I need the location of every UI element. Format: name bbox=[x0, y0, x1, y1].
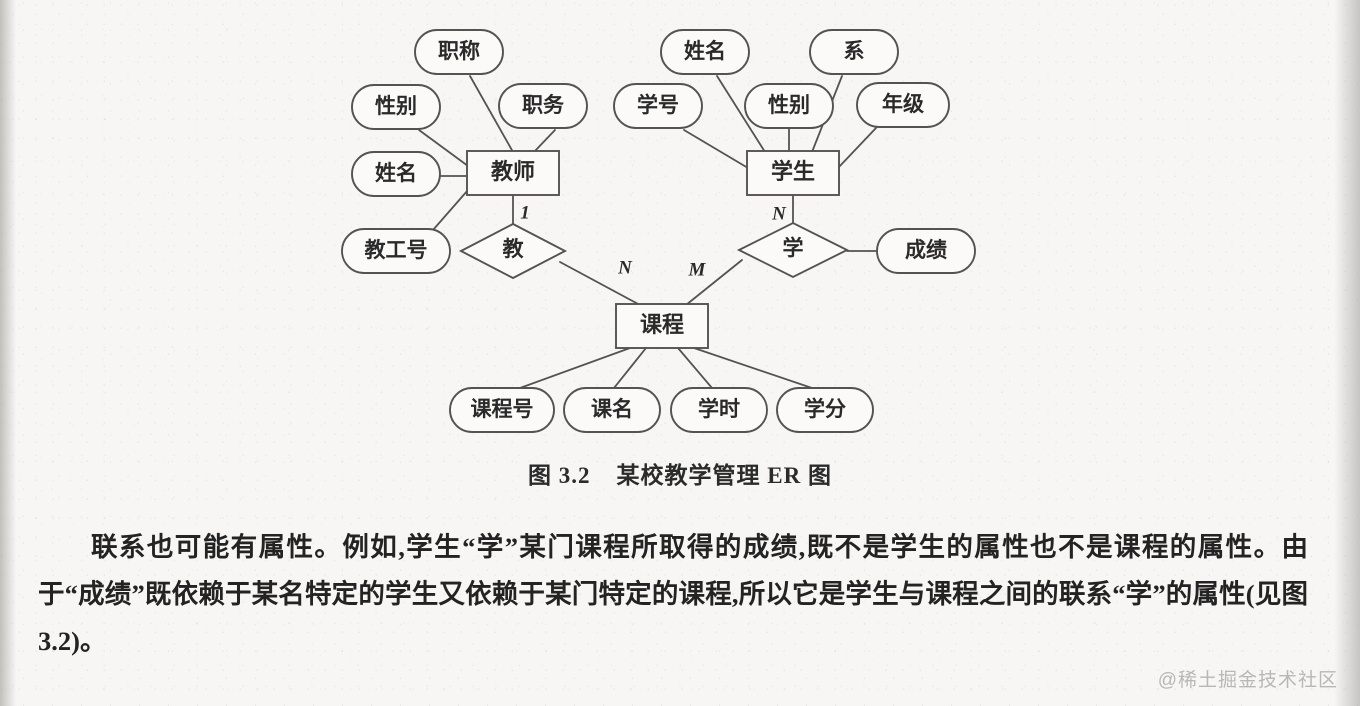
cardinality-teacher-teach: 1 bbox=[520, 202, 530, 223]
attribute-shape bbox=[449, 387, 555, 433]
attribute-label: 成绩 bbox=[905, 238, 947, 262]
body-paragraph: 联系也可能有属性。例如,学生“学”某门课程所取得的成绩,既不是学生的属性也不是课… bbox=[38, 532, 1308, 656]
relationship-label: 学 bbox=[783, 236, 804, 260]
relationship-teach: 教 bbox=[458, 222, 568, 280]
attribute-teacher-name: 姓名 bbox=[351, 151, 441, 197]
entity-shape bbox=[466, 150, 560, 196]
attribute-label: 学分 bbox=[804, 397, 846, 421]
attribute-label: 系 bbox=[844, 39, 865, 63]
body-text-block: 联系也可能有属性。例如,学生“学”某门课程所取得的成绩,既不是学生的属性也不是课… bbox=[38, 524, 1308, 665]
attribute-student-name: 姓名 bbox=[660, 29, 750, 75]
relationship-shape bbox=[458, 222, 568, 280]
cardinality-teach-course: N bbox=[617, 257, 633, 278]
attribute-shape bbox=[498, 83, 588, 129]
attribute-label: 性别 bbox=[768, 93, 810, 117]
watermark: @稀土掘金技术社区 bbox=[1157, 670, 1338, 691]
attribute-shape bbox=[351, 84, 441, 130]
relationship-label: 教 bbox=[503, 237, 525, 261]
connector-course-to-course-hours bbox=[677, 347, 713, 389]
entity-student: 学生 bbox=[746, 150, 840, 196]
attribute-teacher-gender: 性别 bbox=[351, 84, 441, 130]
entity-shape bbox=[746, 150, 840, 196]
connector-teacher-title-to-teacher bbox=[469, 75, 514, 153]
connector-student-grade-to-student bbox=[837, 127, 877, 169]
attribute-label: 教工号 bbox=[365, 238, 428, 262]
entity-label: 课程 bbox=[640, 312, 684, 337]
connector-teacher-gender-to-teacher bbox=[418, 129, 469, 167]
attribute-shape bbox=[341, 228, 451, 274]
attribute-shape bbox=[414, 29, 504, 75]
attribute-label: 职务 bbox=[522, 93, 565, 117]
attribute-shape bbox=[670, 387, 768, 433]
attribute-student-no: 学号 bbox=[613, 83, 703, 129]
attribute-label: 课程号 bbox=[471, 397, 534, 421]
attribute-shape bbox=[563, 387, 661, 433]
relationship-study: 学 bbox=[736, 221, 850, 279]
entity-label: 教师 bbox=[491, 159, 535, 184]
entity-course: 课程 bbox=[615, 303, 709, 349]
figure-caption: 图 3.2 某校教学管理 ER 图 bbox=[0, 456, 1360, 490]
attribute-student-gender: 性别 bbox=[744, 83, 834, 129]
attribute-label: 课名 bbox=[591, 397, 633, 421]
connector-teach-to-course bbox=[559, 261, 641, 306]
attribute-label: 学号 bbox=[637, 93, 679, 117]
attribute-course-credit: 学分 bbox=[776, 387, 874, 433]
attribute-label: 姓名 bbox=[375, 161, 417, 185]
attribute-shape bbox=[660, 29, 750, 75]
attribute-course-no: 课程号 bbox=[449, 387, 555, 433]
attribute-label: 职称 bbox=[438, 39, 480, 63]
attribute-course-name: 课名 bbox=[563, 387, 661, 433]
attribute-shape bbox=[856, 82, 950, 128]
connector-teacher-staff-no-to-teacher bbox=[432, 189, 469, 231]
attribute-label: 性别 bbox=[375, 94, 417, 118]
connector-course-to-course-name bbox=[613, 347, 647, 389]
connector-study-to-course bbox=[685, 259, 743, 306]
entity-label: 学生 bbox=[771, 159, 815, 184]
entity-shape bbox=[615, 303, 709, 349]
entity-teacher: 教师 bbox=[466, 150, 560, 196]
cardinality-course-study: M bbox=[688, 259, 707, 280]
connector-teacher-duty-to-teacher bbox=[533, 129, 556, 153]
relationship-shape bbox=[736, 221, 850, 279]
attribute-teacher-duty: 职务 bbox=[498, 83, 588, 129]
attribute-shape bbox=[613, 83, 703, 129]
connector-student-name-to-student bbox=[716, 75, 766, 153]
connector-course-to-course-credit bbox=[693, 347, 813, 389]
attribute-study-score: 成绩 bbox=[876, 228, 976, 274]
attribute-student-grade: 年级 bbox=[856, 82, 950, 128]
attribute-student-dept: 系 bbox=[809, 29, 899, 75]
figure-caption-text: 某校教学管理 ER 图 bbox=[616, 463, 832, 488]
attribute-shape bbox=[351, 151, 441, 197]
attribute-label: 年级 bbox=[882, 92, 924, 116]
attribute-shape bbox=[776, 387, 874, 433]
attribute-label: 姓名 bbox=[684, 39, 726, 63]
connector-student-no-to-student bbox=[683, 129, 749, 169]
attribute-teacher-staff-no: 教工号 bbox=[341, 228, 451, 274]
attribute-label: 学时 bbox=[698, 397, 740, 421]
er-diagram-canvas: 职称性别职务姓名教工号姓名系学号性别年级成绩课程号课名学时学分教学教师学生课程1… bbox=[341, 29, 976, 433]
connector-course-to-course-no bbox=[519, 347, 631, 389]
figure-caption-number: 图 3.2 bbox=[528, 463, 591, 488]
attribute-teacher-title: 职称 bbox=[414, 29, 504, 75]
attribute-shape bbox=[876, 228, 976, 274]
attribute-course-hours: 学时 bbox=[670, 387, 768, 433]
attribute-shape bbox=[809, 29, 899, 75]
cardinality-student-study: N bbox=[771, 203, 787, 224]
attribute-shape bbox=[744, 83, 834, 129]
